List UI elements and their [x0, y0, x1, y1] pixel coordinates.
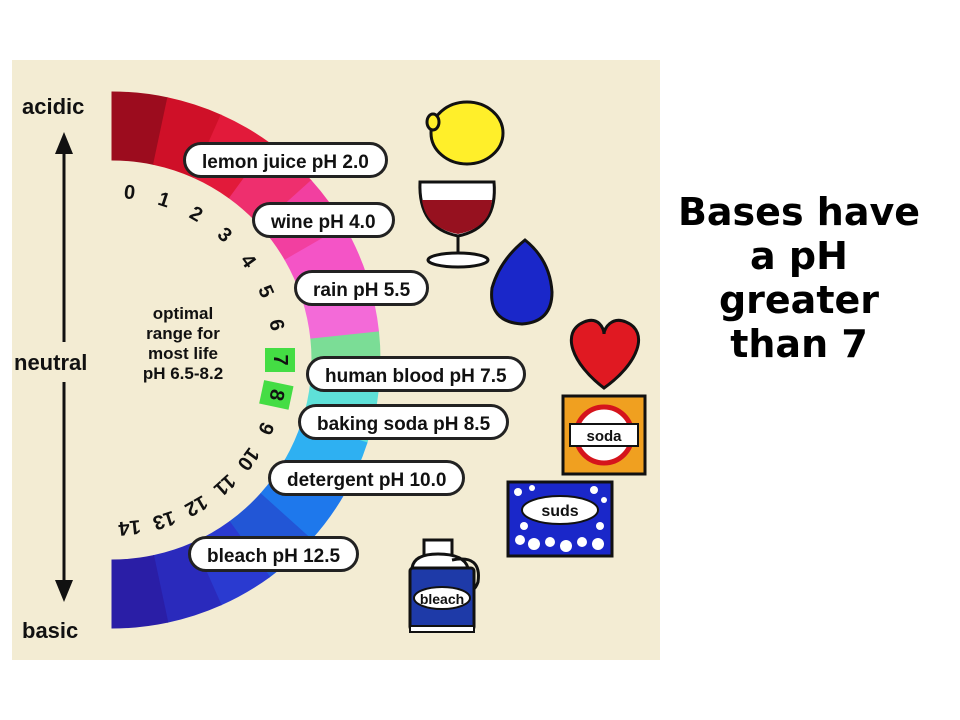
- heart-icon: [569, 319, 641, 390]
- ph-arc-segment: [111, 555, 169, 629]
- raindrop-icon: [490, 238, 554, 326]
- substance-lemon-juice: lemon juice pH 2.0: [183, 142, 388, 178]
- heading-line: Bases have: [677, 190, 921, 234]
- suds-label: suds: [541, 503, 578, 520]
- substance-bleach: bleach pH 12.5: [188, 536, 360, 572]
- ph-number: 3: [213, 223, 236, 247]
- optimal-line: optimal: [152, 304, 214, 323]
- heading-line: a pH: [750, 234, 848, 278]
- ph-number: 4: [236, 250, 261, 273]
- substance-human-blood: human blood pH 7.5: [306, 356, 526, 392]
- optimal-line: pH 6.5-8.2: [142, 364, 224, 383]
- ph-number: 6: [264, 317, 288, 332]
- suds-box-icon: suds: [506, 480, 614, 558]
- optimal-range-highlight: [259, 380, 294, 410]
- lemon-icon: [425, 100, 505, 166]
- soda-box-icon: soda: [561, 394, 647, 476]
- ph-number: 11: [209, 470, 239, 501]
- ph-number: 12: [181, 490, 211, 520]
- substance-wine: wine pH 4.0: [252, 202, 395, 238]
- ph-number: 8: [264, 387, 288, 402]
- substance-detergent: detergent pH 10.0: [268, 460, 466, 496]
- optimal-range-highlight: [265, 348, 295, 372]
- ph-number: 10: [232, 443, 263, 474]
- optimal-line: most life: [148, 344, 218, 363]
- page-heading: Bases have a pH greater than 7: [668, 190, 930, 366]
- ph-number: 2: [186, 202, 207, 227]
- optimal-line: range for: [146, 324, 220, 343]
- neutral-label: neutral: [14, 350, 88, 375]
- acidic-label: acidic: [22, 94, 85, 119]
- ph-number: 9: [253, 419, 278, 438]
- basic-label: basic: [22, 618, 79, 643]
- ph-number: 7: [269, 354, 291, 365]
- acidic-basic-arrow: [55, 132, 73, 602]
- heading-line: than 7: [730, 322, 868, 366]
- ph-number: 14: [116, 515, 141, 539]
- ph-number: 13: [150, 506, 178, 534]
- substance-rain: rain pH 5.5: [294, 270, 430, 306]
- optimal-range-note: optimal range for most life pH 6.5-8.2: [118, 304, 248, 384]
- ph-number: 0: [123, 181, 136, 204]
- soda-label: soda: [586, 428, 622, 445]
- bleach-label: bleach: [420, 591, 464, 607]
- bleach-jug-icon: bleach: [408, 538, 480, 633]
- ph-number: 1: [155, 188, 172, 212]
- heading-line: greater: [718, 278, 880, 322]
- substance-baking-soda: baking soda pH 8.5: [298, 404, 510, 440]
- wine-glass-icon: [418, 180, 496, 269]
- ph-number: 5: [253, 282, 278, 301]
